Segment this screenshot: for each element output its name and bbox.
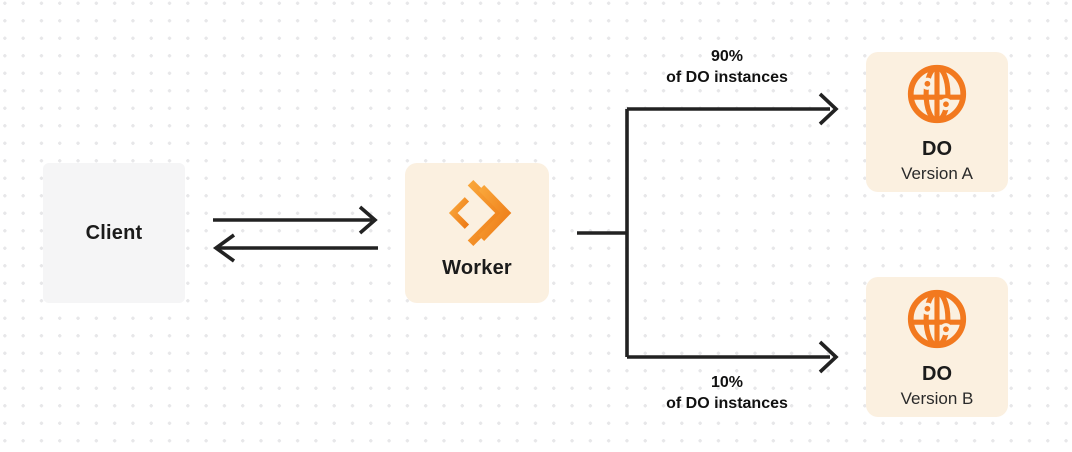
top-branch-percent: 90% bbox=[710, 48, 744, 65]
arrow-to-do-version-a bbox=[627, 92, 839, 126]
top-branch-label: 90% of DO instances bbox=[617, 46, 837, 88]
do-b-title: DO bbox=[922, 363, 952, 385]
top-branch-caption: of DO instances bbox=[666, 69, 788, 86]
do-a-subtitle: Version A bbox=[901, 164, 973, 183]
worker-node: Worker bbox=[405, 163, 549, 303]
do-version-a-node: DO Version A bbox=[866, 52, 1008, 192]
workers-chevrons-icon bbox=[441, 177, 513, 249]
do-a-title: DO bbox=[922, 138, 952, 160]
do-b-subtitle: Version B bbox=[900, 389, 974, 408]
do-version-b-node: DO Version B bbox=[866, 277, 1008, 417]
client-node: Client bbox=[43, 163, 185, 303]
client-to-worker-arrow bbox=[213, 205, 378, 235]
client-label: Client bbox=[85, 221, 143, 244]
arrow-to-do-version-b bbox=[627, 340, 839, 374]
bottom-branch-label: 10% of DO instances bbox=[617, 372, 837, 414]
bottom-branch-percent: 10% bbox=[710, 374, 744, 391]
globe-icon bbox=[905, 287, 969, 351]
worker-to-client-arrow bbox=[212, 233, 378, 263]
globe-icon bbox=[905, 62, 969, 126]
worker-label: Worker bbox=[442, 257, 512, 279]
branch-split-line bbox=[577, 109, 629, 357]
bottom-branch-caption: of DO instances bbox=[666, 395, 788, 412]
